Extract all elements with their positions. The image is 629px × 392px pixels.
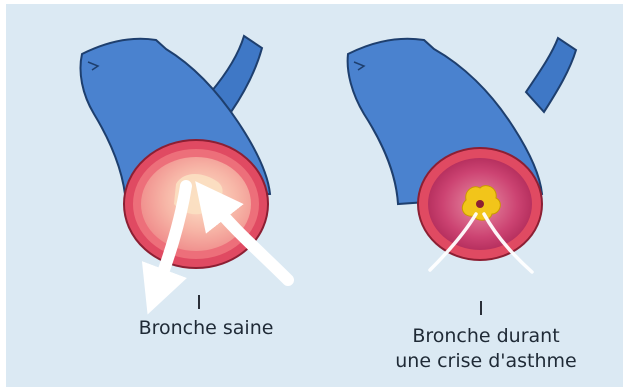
caption-healthy: Bronche saine <box>116 316 296 340</box>
healthy-bronchus <box>81 36 289 292</box>
figure-panel: Bronche saine Bronche durant une crise d… <box>6 4 623 387</box>
caption-tick-right <box>480 301 482 315</box>
asthma-bronchus <box>348 38 576 272</box>
caption-asthma-line2: une crise d'asthme <box>376 349 596 373</box>
caption-asthma-line1: Bronche durant <box>386 324 586 348</box>
bronchus-side-branch <box>526 38 576 112</box>
caption-tick-left <box>198 295 200 309</box>
